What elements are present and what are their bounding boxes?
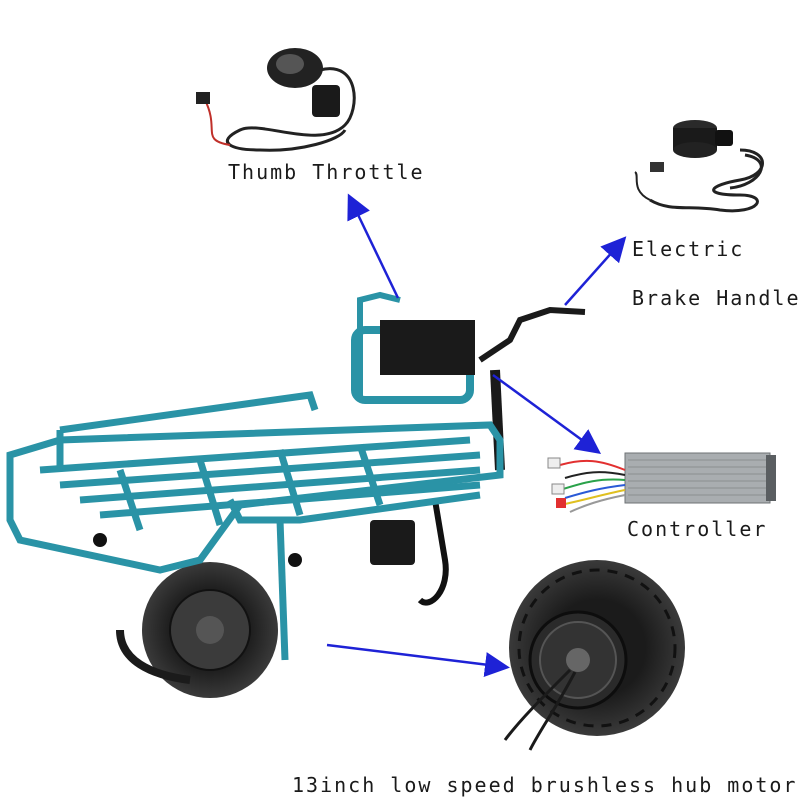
arrow-brake <box>564 236 627 306</box>
arrow-controller <box>492 373 602 454</box>
controller-icon <box>547 452 776 513</box>
electric-brake-label-line2: Brake Handle <box>632 286 800 310</box>
thumb-throttle-icon <box>196 48 356 152</box>
arrow-motor <box>326 643 510 677</box>
pointer-arrows <box>326 193 627 677</box>
hub-motor-label: 13inch low speed brushless hub motor <box>292 773 798 797</box>
wheelbarrow-cart-icon <box>6 291 586 698</box>
thumb-throttle-label: Thumb Throttle <box>228 160 425 184</box>
brake-handle-icon <box>634 120 764 213</box>
hub-motor-icon <box>503 560 685 751</box>
arrow-throttle <box>347 193 400 299</box>
controller-label: Controller <box>627 517 768 541</box>
electric-brake-label-line1: Electric <box>632 237 745 261</box>
